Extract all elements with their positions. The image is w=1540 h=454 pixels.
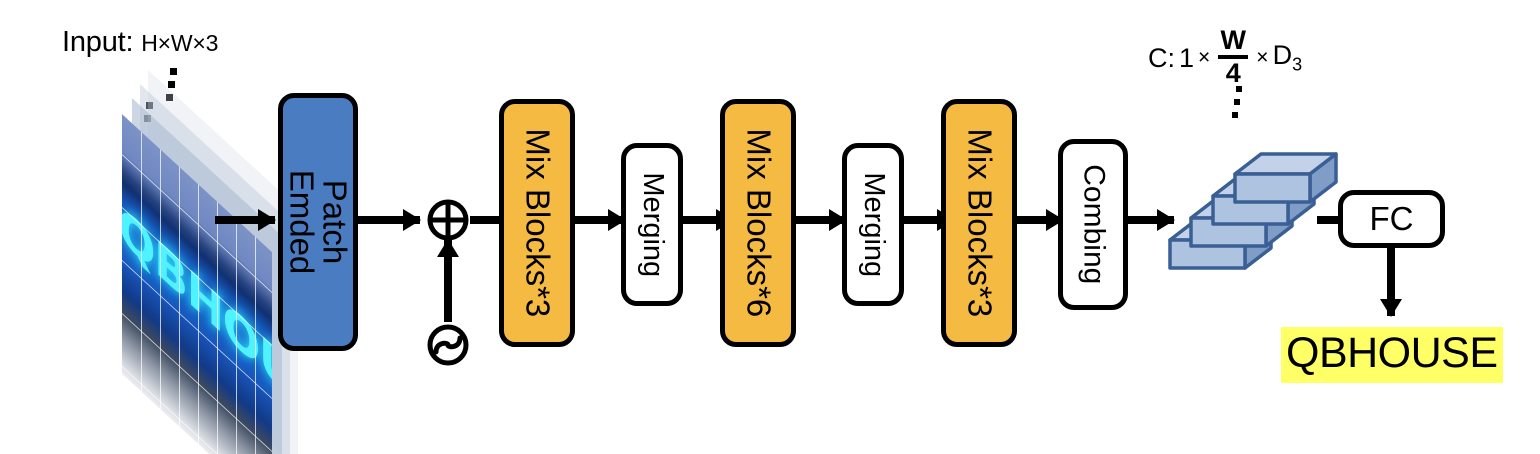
node-mix-blocks-2-label: Mix Blocks*6 (739, 128, 777, 318)
node-merging-1[interactable]: Merging (621, 143, 683, 306)
arrow-mix-blocks-1-to-merging-1 (575, 216, 625, 224)
node-mix-blocks-1[interactable]: Mix Blocks*3 (499, 99, 575, 347)
output-fraction-bar (1218, 55, 1249, 59)
arrow-merging-2-to-mix-blocks-3 (904, 216, 954, 224)
arrow-merging-1-to-mix-blocks-2 (683, 216, 733, 224)
output-fraction: W 4 (1218, 25, 1249, 88)
output-ellipsis-icon (1228, 86, 1258, 126)
node-mix-blocks-1-label: Mix Blocks*3 (518, 128, 556, 318)
node-patch-embed-label-line1: Patch (316, 179, 353, 265)
arrow-combing-to-features (1128, 216, 1174, 224)
output-tensor-label: C: 1 × W 4 × D3 (1148, 25, 1303, 88)
node-combing[interactable]: Combing (1058, 139, 1128, 310)
input-image-stack: QBHOUSE (60, 62, 298, 454)
node-mix-blocks-2[interactable]: Mix Blocks*6 (720, 99, 796, 347)
output-tensor-first: 1 (1179, 42, 1195, 73)
node-mix-blocks-3-label: Mix Blocks*3 (960, 128, 998, 318)
output-times-2: × (1256, 46, 1269, 69)
input-label-dims: H×W×3 (141, 30, 219, 56)
node-patch-embed[interactable]: Patch Emded (278, 93, 358, 351)
positional-encoding-icon (425, 322, 471, 373)
arrow-fc-to-prediction (1387, 248, 1395, 316)
arrow-input-to-patch-embed (215, 216, 275, 224)
node-patch-embed-label-line2: Emded (283, 169, 320, 275)
output-fraction-numerator: W (1220, 25, 1247, 55)
node-combing-label: Combing (1077, 164, 1111, 285)
output-tensor-prefix: C: (1148, 42, 1175, 73)
arrow-mix-blocks-2-to-merging-2 (796, 216, 846, 224)
node-merging-2-label: Merging (857, 172, 890, 277)
node-merging-1-label: Merging (636, 172, 669, 277)
prediction-text: QBHOUSE (1281, 327, 1503, 383)
arrow-mix-blocks-3-to-combing (1017, 216, 1063, 224)
input-label: Input: H×W×3 (62, 26, 218, 59)
arrow-patch-embed-to-add (358, 216, 420, 224)
input-label-prefix: Input: (62, 26, 134, 58)
node-fc-label: FC (1369, 200, 1414, 237)
output-times-1: × (1198, 46, 1211, 69)
node-mix-blocks-3[interactable]: Mix Blocks*3 (941, 99, 1017, 347)
feature-box-4 (1233, 152, 1338, 204)
node-fc[interactable]: FC (1338, 190, 1445, 248)
arrow-positional-encoding-to-add (444, 240, 452, 322)
output-tensor-last: D3 (1272, 40, 1303, 75)
arrow-add-to-mix-blocks-1 (470, 216, 520, 224)
node-merging-2[interactable]: Merging (842, 143, 904, 306)
output-fraction-denominator: 4 (1225, 58, 1241, 88)
add-icon (424, 196, 472, 249)
output-tensor-last-subscript: 3 (1292, 54, 1303, 75)
